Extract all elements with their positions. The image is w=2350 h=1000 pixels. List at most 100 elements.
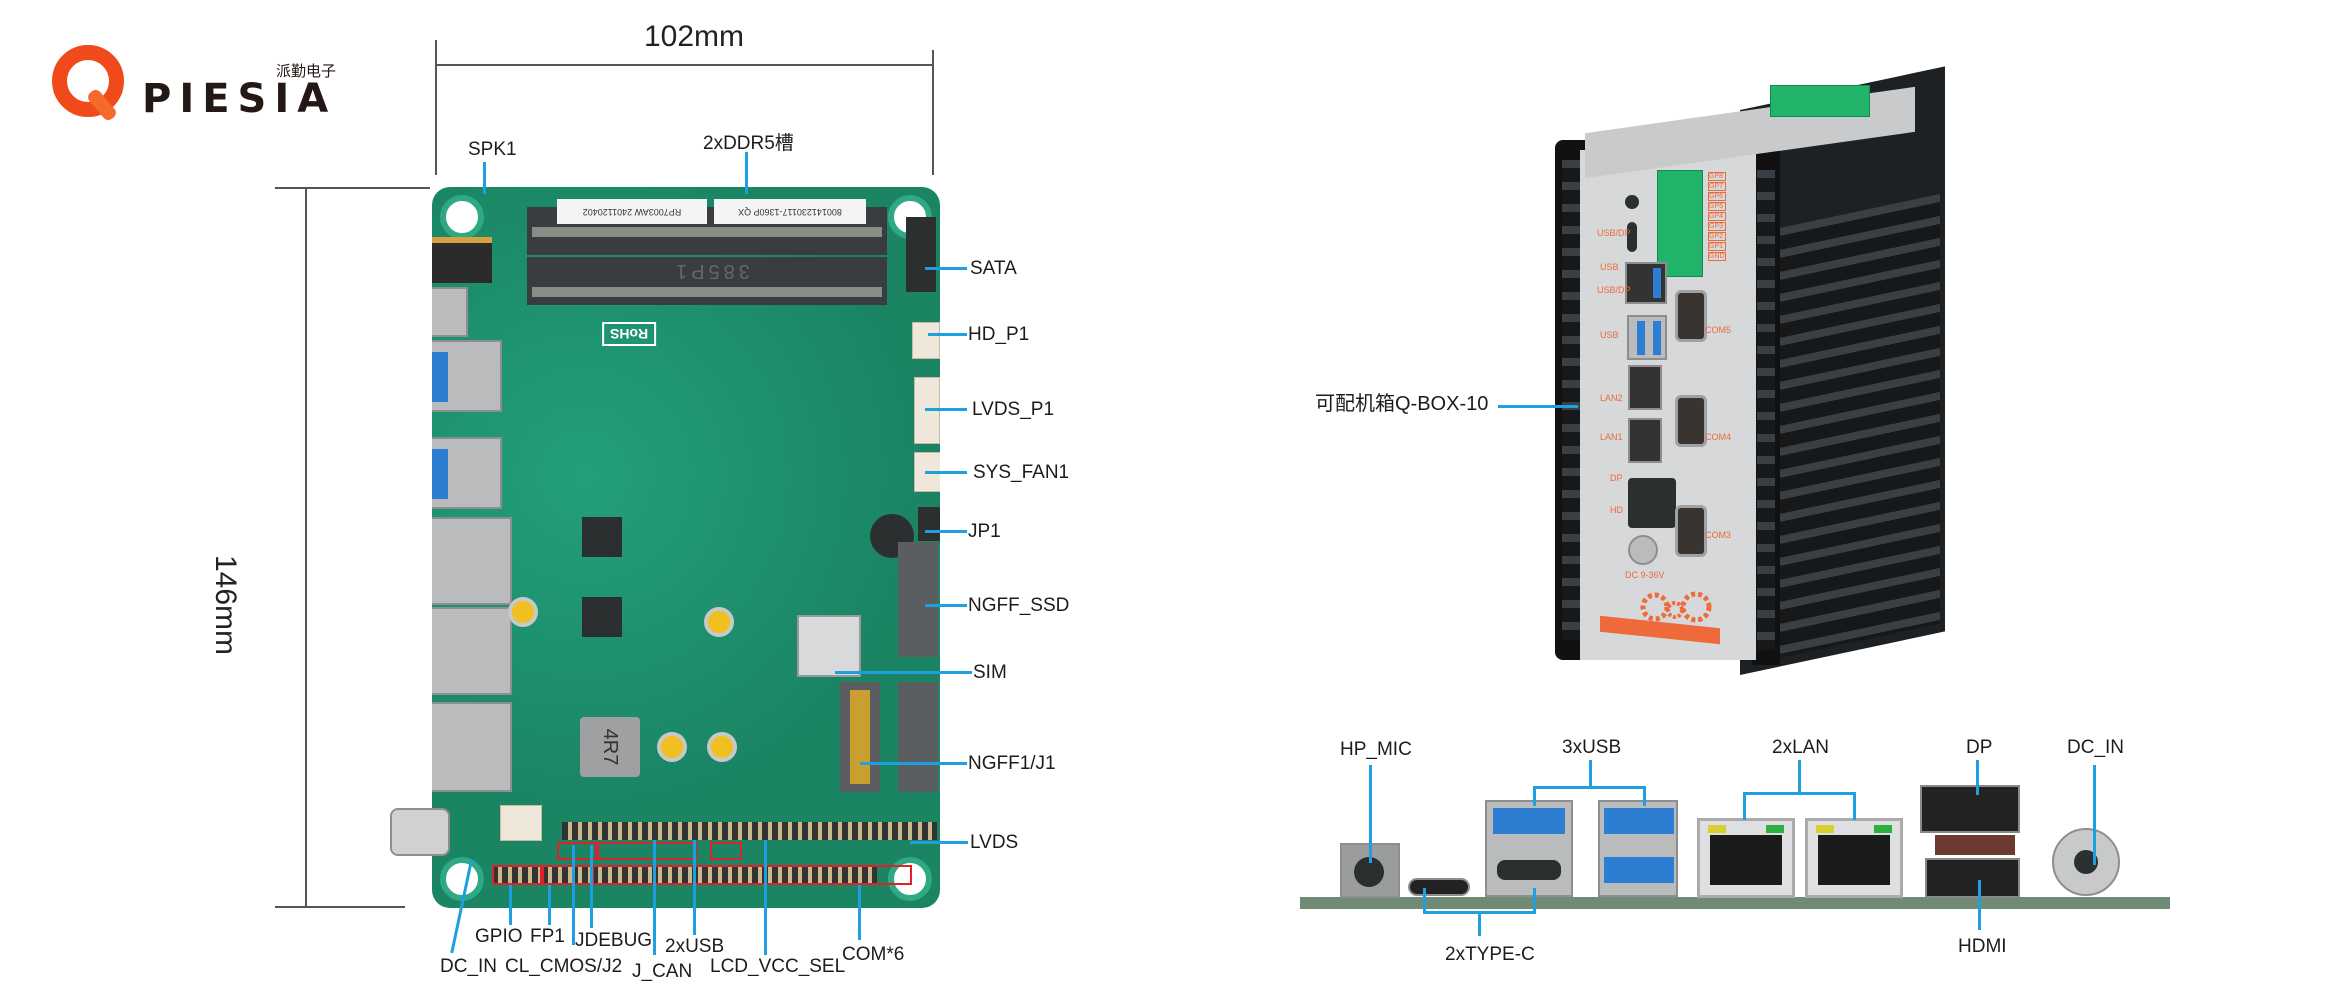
type-c-1 bbox=[1408, 878, 1470, 896]
usb-front-1 bbox=[1625, 262, 1667, 304]
chassis-label: 可配机箱Q-BOX-10 bbox=[1315, 393, 1489, 415]
socket-marking: 385P1 bbox=[672, 260, 750, 282]
io-label-dc-in: DC_IN bbox=[2067, 737, 2125, 758]
dc-jack bbox=[390, 808, 450, 856]
type-c-port bbox=[432, 287, 468, 337]
standoff bbox=[508, 597, 538, 627]
lan1-front bbox=[1628, 418, 1662, 463]
com4-port bbox=[1675, 395, 1707, 447]
callout-j-can: J_CAN bbox=[632, 961, 693, 982]
usb-front-2 bbox=[1627, 315, 1667, 360]
ddr5-slot-2 bbox=[527, 257, 887, 305]
typec-front bbox=[1627, 222, 1637, 252]
rohs-mark: RoHS bbox=[602, 322, 657, 346]
callout-2xusb: 2xUSB bbox=[665, 936, 725, 957]
dimm-label: RP7003AW 2401120402 bbox=[557, 199, 707, 224]
io-label-3xusb: 3xUSB bbox=[1562, 737, 1622, 758]
dc-in-connector bbox=[500, 805, 542, 841]
heatsink-fins bbox=[1770, 193, 1940, 660]
front-label-hd: HD bbox=[1610, 505, 1623, 515]
audio-jack-front bbox=[1625, 195, 1639, 209]
brand-name-cn: 派勤电子 bbox=[276, 63, 337, 80]
callout-ddr5: 2xDDR5槽 bbox=[703, 133, 794, 154]
io-label-hdmi: HDMI bbox=[1958, 936, 2007, 957]
callout-lvds-p1: LVDS_P1 bbox=[972, 399, 1055, 420]
front-label-lan1: LAN1 bbox=[1600, 432, 1623, 442]
front-label-usb: USB bbox=[1600, 262, 1619, 272]
io-label-hp-mic: HP_MIC bbox=[1340, 739, 1412, 760]
ngff-ssd-slot bbox=[898, 542, 938, 657]
sim-slot bbox=[797, 615, 861, 677]
io-label-2xtype-c: 2xTYPE-C bbox=[1445, 944, 1535, 965]
hd-p1-connector bbox=[912, 322, 940, 359]
callout-hd-p1: HD_P1 bbox=[968, 324, 1030, 345]
callout-fp1: FP1 bbox=[530, 926, 565, 947]
front-label-com5: COM5 bbox=[1705, 325, 1732, 335]
usb-stack-1 bbox=[1485, 800, 1573, 897]
motherboard: RP7003AW 2401120402 800141230117-1360P Q… bbox=[432, 187, 940, 908]
lan-port-b bbox=[1805, 818, 1903, 898]
front-label-lan2: LAN2 bbox=[1600, 393, 1623, 403]
usb-port-1 bbox=[432, 340, 502, 412]
front-label-com4: COM4 bbox=[1705, 432, 1732, 442]
sata-connector bbox=[906, 217, 936, 292]
dp-port bbox=[1920, 785, 2020, 833]
dc-in-jack bbox=[2052, 828, 2120, 896]
io-label-dp: DP bbox=[1966, 737, 1993, 758]
callout-sata: SATA bbox=[970, 258, 1017, 279]
usb-stack-2 bbox=[1598, 800, 1678, 897]
front-label-com3: COM3 bbox=[1705, 530, 1732, 540]
terminal-block-gpio bbox=[1657, 170, 1703, 277]
ngff1-slot-2 bbox=[898, 682, 938, 792]
dimm-label: 800141230117-1360P QX bbox=[714, 199, 866, 224]
callout-gpio: GPIO bbox=[475, 926, 523, 947]
width-label: 102mm bbox=[644, 20, 745, 53]
com3-port bbox=[1675, 505, 1707, 557]
io-pcb bbox=[1300, 897, 2170, 909]
chip bbox=[582, 597, 622, 637]
front-label-usbdp2: USB/DP bbox=[1597, 285, 1631, 295]
terminal-block-top bbox=[1770, 85, 1870, 117]
callout-jp1: JP1 bbox=[968, 521, 1001, 542]
lan-port-2 bbox=[432, 607, 512, 695]
callout-sys-fan1: SYS_FAN1 bbox=[973, 462, 1070, 483]
front-label-dc: DC 9-36V bbox=[1625, 570, 1665, 580]
callout-spk1: SPK1 bbox=[468, 139, 517, 160]
callout-lcd-vcc-sel: LCD_VCC_SEL bbox=[710, 956, 846, 977]
gpio-labels: GP8 GP7 GP6 GP5 GP4 GP3 GP2 GP1 GND bbox=[1708, 172, 1726, 261]
hdmi-port bbox=[1925, 858, 2020, 898]
height-label: 146mm bbox=[209, 555, 242, 656]
dp-hdmi-front bbox=[1628, 478, 1676, 528]
jp1-header bbox=[918, 507, 940, 541]
callout-ngff1-j1: NGFF1/J1 bbox=[968, 753, 1056, 774]
lan-port-a bbox=[1697, 818, 1795, 898]
callout-lvds: LVDS bbox=[970, 832, 1019, 853]
usb-port-2 bbox=[432, 437, 502, 509]
lan-port-1 bbox=[432, 517, 512, 605]
callout-com6: COM*6 bbox=[842, 944, 905, 965]
com5-port bbox=[1675, 290, 1707, 342]
callout-dc-in: DC_IN bbox=[440, 956, 498, 977]
audio-jack bbox=[432, 237, 492, 283]
com-header bbox=[492, 867, 877, 885]
callout-cl-cmos-j2: CL_CMOS/J2 bbox=[505, 956, 623, 977]
inductor-marking: 4R7 bbox=[599, 728, 621, 766]
ngff1-slot bbox=[840, 682, 880, 792]
front-label-usbdp: USB/DP bbox=[1597, 228, 1631, 238]
io-label-2xlan: 2xLAN bbox=[1772, 737, 1830, 758]
front-label-usb2: USB bbox=[1600, 330, 1619, 340]
callout-sim: SIM bbox=[973, 662, 1007, 683]
logo-q-icon bbox=[52, 45, 124, 117]
dp-hdmi-stack bbox=[432, 702, 512, 792]
gears-logo-icon bbox=[1640, 591, 1712, 623]
lvds-header bbox=[562, 822, 937, 840]
callout-ngff-ssd: NGFF_SSD bbox=[968, 595, 1070, 616]
standoff bbox=[704, 607, 734, 637]
lan2-front bbox=[1628, 365, 1662, 410]
dc-jack-front bbox=[1628, 535, 1658, 565]
standoff bbox=[657, 732, 687, 762]
inductor: 4R7 bbox=[580, 717, 640, 777]
callout-jdebug: JDEBUG bbox=[575, 930, 653, 951]
brand-name: PIESIA bbox=[142, 76, 337, 122]
chip bbox=[582, 517, 622, 557]
